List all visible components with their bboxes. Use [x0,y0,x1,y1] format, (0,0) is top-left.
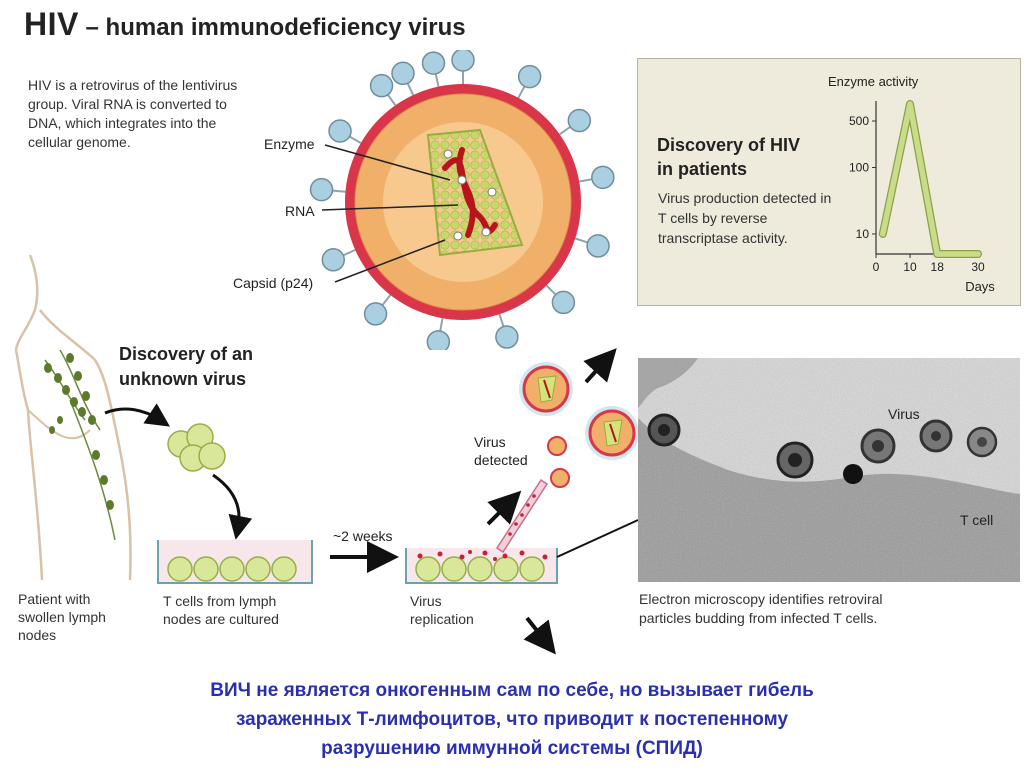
intro-text: HIV is a retrovirus of the lentivirus gr… [28,77,238,150]
discovery-unknown-heading-1: Discovery of an [119,344,254,364]
russian-summary: ВИЧ не является онкогенным сам по себе, … [210,680,814,759]
detected-virus-small [547,436,570,488]
hiv-virion-diagram [309,50,615,350]
weeks-label: ~2 weeks [333,528,393,544]
micrograph-grain [638,358,1020,582]
patient-figure [14,254,132,581]
chart-title: Enzyme activity [828,74,919,89]
discovery-hiv-heading-1: Discovery of HIV [657,135,801,155]
discovery-hiv-text: Virus production detected in T cells by … [658,190,832,246]
glycoprotein-knob [551,290,576,315]
glycoprotein-spikes [309,50,615,350]
virus-particles-in-medium [417,550,548,561]
enzyme-dot [487,187,497,197]
glycoprotein-knob [369,73,394,98]
glycoprotein-knob [567,108,592,133]
patient-caption: Patient with swollen lymph nodes [18,591,106,643]
culture-medium-2 [407,548,556,582]
chart-x-tick-label: 0 [873,260,880,274]
electron-micrograph [638,358,1020,582]
culture-medium-1 [159,540,311,582]
glycoprotein-knob [495,325,519,349]
glycoprotein-knob [363,302,388,326]
tcells-caption: T cells from lymph nodes are cultured [163,593,279,627]
chart-y-tick-label: 500 [849,114,869,128]
virion-large-1 [519,362,573,416]
glycoprotein-knob [426,330,451,350]
lymph-cell-cluster [167,423,226,472]
enzyme-label: Enzyme [264,136,315,152]
rna-leader [321,204,459,211]
discovery-unknown-heading-2: unknown virus [119,369,247,389]
micrograph-top-structure [638,358,698,408]
enzyme-dot [481,227,491,237]
chart-x-tick-label: 30 [971,260,985,274]
virus-detected-label: Virus detected [474,434,528,468]
micrograph-caption: Electron microscopy identifies retrovira… [639,591,883,626]
title-rest: – human immunodeficiency virus [85,14,466,41]
arrow-to-detected [486,490,522,526]
glycoprotein-knob [328,119,352,143]
chart-x-tick-label: 10 [903,260,917,274]
arrow-to-discovery-hiv [583,348,617,384]
chart-x-axis-label: Days [965,279,995,294]
glycoprotein-knob [391,61,415,86]
patient-outline-right [39,309,132,581]
budding-virions [647,413,998,484]
capsid-leader [334,239,446,283]
culture-cells-2 [415,556,545,582]
patient-outline-left [14,254,44,581]
page-title: HIV – human immunodeficiency virus [24,6,466,43]
title-strong: HIV [24,6,79,42]
arrow-down [523,616,556,655]
lymph-nodes [44,353,114,510]
chart-y-tick-label: 100 [849,160,869,174]
glycoprotein-knob [591,165,615,190]
capsid-label: Capsid (p24) [233,275,314,291]
connector-to-micrograph [556,519,639,558]
rna-label: RNA [285,203,315,219]
chart-series-line [880,101,981,257]
culture-dish-2 [405,548,558,584]
culture-cells-1 [167,556,297,582]
replication-caption: Virus replication [410,593,474,627]
pipette-particles [508,494,536,536]
chart-y-tick-label: 10 [856,227,870,241]
chart-series [878,100,982,258]
pipette [495,478,549,554]
glycoprotein-knob [321,248,346,272]
glycoprotein-knob [309,177,334,202]
micrograph-tcell-label: T cell [960,512,994,528]
enzyme-dot [443,149,453,159]
glycoprotein-knob [451,50,475,72]
glycoprotein-knob [517,64,542,89]
enzyme-dot [453,231,463,241]
micrograph-virus-label: Virus [888,406,920,422]
enzyme-dot [457,175,467,185]
discovery-hiv-heading-2: in patients [657,159,748,179]
culture-dish-1 [157,540,313,584]
glycoprotein-knob [421,51,446,75]
rna-strand-2 [456,147,476,238]
enzyme-leader [324,144,451,181]
virion-large-2 [585,406,639,460]
discovery-hiv-panel: Discovery of HIV in patients Virus produ… [637,58,1021,306]
glycoprotein-knob [586,234,610,258]
arrow-cells-to-culture [212,473,253,540]
chart-x-tick-label: 18 [931,260,945,274]
